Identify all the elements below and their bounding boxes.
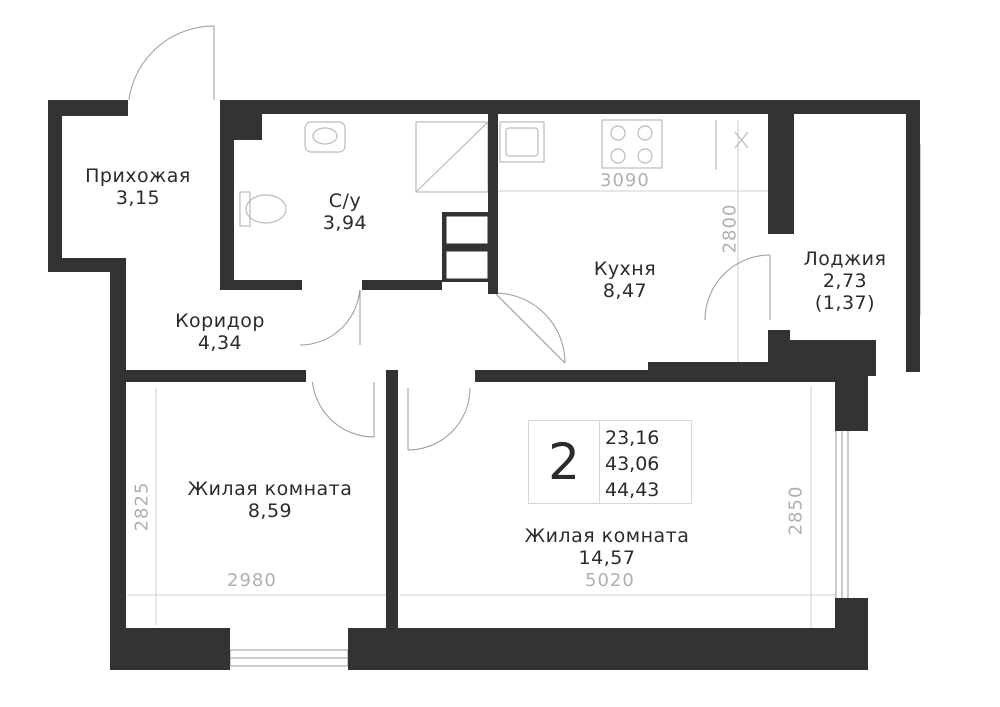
room-loggia: Лоджия 2,73 (1,37) [790,248,900,314]
room-bedroom-large: Жилая комната 14,57 [497,525,717,569]
summary-areas: 23,16 43,06 44,43 [605,425,659,503]
walls [48,100,920,670]
dimension-lines [127,120,836,628]
sink-icon [304,121,346,153]
room-area: 14,57 [578,547,636,569]
room-name: Коридор [175,310,265,332]
kitchen-sink-icon [499,121,545,163]
room-area: 2,73 [822,270,868,292]
dimension-small-room-width: 2980 [227,570,277,591]
total-area-with-loggia: 44,43 [605,479,660,501]
dimension-kitchen-width: 3090 [600,170,650,191]
living-area: 23,16 [605,427,660,449]
walls-openings [128,100,475,382]
fixtures [239,119,749,227]
shaft [446,216,488,279]
dimension-large-room-width: 5020 [585,570,635,591]
room-area: 3,15 [115,187,161,209]
summary-divider [599,421,600,503]
dimension-kitchen-depth: 2800 [719,203,741,254]
room-name: Жилая комната [187,478,353,500]
room-name: Лоджия [803,248,887,270]
total-area: 43,06 [605,453,660,475]
rooms-count: 2 [548,433,580,491]
room-name: Кухня [593,258,657,280]
stove-icon [601,119,663,169]
room-name: Жилая комната [524,525,690,547]
room-area: 8,47 [602,280,648,302]
door-swings [127,25,771,451]
room-bathroom: С/у 3,94 [290,190,400,234]
room-area: 8,59 [247,500,293,522]
apartment-summary: 2 23,16 43,06 44,43 [528,420,692,504]
toilet-icon [239,191,251,227]
room-area: 4,34 [197,332,243,354]
room-corridor: Коридор 4,34 [160,310,280,354]
room-area: 3,94 [322,212,368,234]
dimension-large-room-depth: 2850 [785,485,807,536]
room-kitchen: Кухня 8,47 [570,258,680,302]
room-bedroom-small: Жилая комната 8,59 [160,478,380,522]
room-name: С/у [328,190,362,212]
room-hallway: Прихожая 3,15 [68,165,208,209]
dimension-small-room-depth: 2825 [131,481,153,532]
room-name: Прихожая [85,165,191,187]
room-reduced-area: (1,37) [814,292,876,314]
